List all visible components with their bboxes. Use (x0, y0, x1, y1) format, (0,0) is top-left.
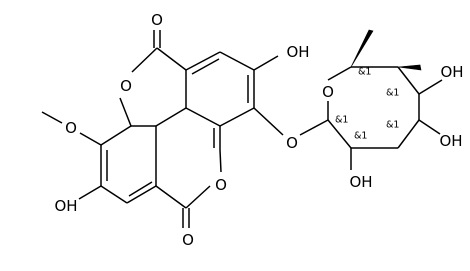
stereo-label: &1 (386, 120, 399, 131)
bond (185, 185, 211, 209)
atom-label: OH (439, 132, 462, 150)
bond (219, 149, 222, 173)
bond (119, 97, 132, 127)
bond (100, 185, 128, 204)
bond (253, 55, 279, 71)
bond (219, 107, 255, 127)
bond (327, 119, 352, 149)
bond (299, 119, 329, 136)
wedge-bonds (350, 29, 422, 71)
bond (418, 119, 441, 135)
bond (156, 47, 187, 71)
bond (397, 66, 420, 95)
atom-label: OH (349, 173, 372, 191)
bond (131, 47, 158, 73)
bond (219, 51, 255, 71)
bond (191, 58, 220, 75)
atom-label: O (182, 231, 194, 249)
bond (126, 185, 157, 204)
bond (185, 107, 221, 127)
wedge-bond (397, 64, 422, 71)
bond (253, 107, 284, 136)
bond (155, 185, 187, 209)
atom-label: O (286, 134, 298, 152)
stereo-labels: &1 &1 &1 &1 &1 (335, 67, 399, 142)
atom-label: O (322, 83, 334, 101)
atom-label: O (151, 11, 163, 29)
atom-label: OH (286, 43, 309, 61)
bond (128, 181, 153, 197)
bond (78, 185, 102, 200)
atom-label: OH (54, 197, 77, 215)
wedge-bond (350, 29, 374, 68)
atom-label: O (65, 119, 77, 137)
atom-label: OH (440, 63, 463, 81)
bonds (41, 30, 443, 228)
stereo-label: &1 (354, 131, 367, 142)
bond (185, 51, 221, 71)
atom-label: O (120, 77, 132, 95)
bond (155, 107, 187, 127)
bond (41, 111, 63, 124)
stereo-label: &1 (335, 115, 348, 126)
stereo-label: &1 (358, 67, 371, 78)
bond (397, 119, 420, 149)
atom-label: O (215, 176, 227, 194)
stereo-label: &1 (386, 88, 399, 99)
atom-labels: O O O OH O O OH O O OH OH OH (54, 11, 463, 249)
bond (418, 79, 443, 95)
bond (100, 125, 132, 146)
bond (79, 132, 102, 146)
bond (327, 66, 352, 81)
